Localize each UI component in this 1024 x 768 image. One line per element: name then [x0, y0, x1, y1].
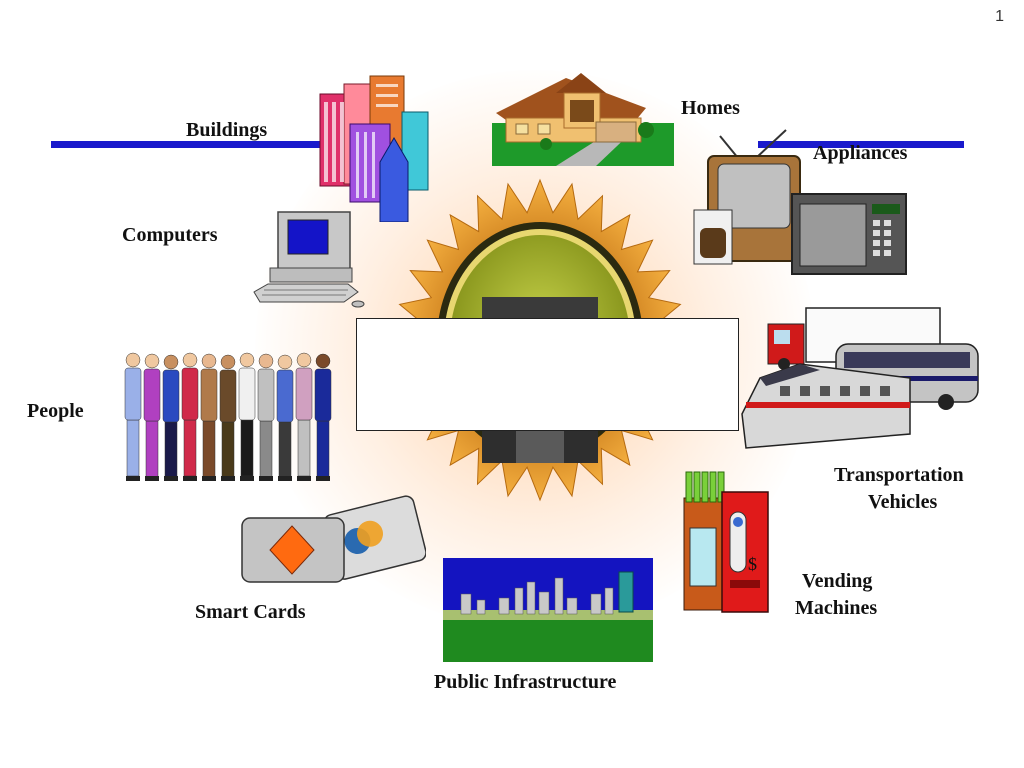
center-text-box: [356, 318, 739, 431]
appliances-icon: [693, 129, 907, 275]
person-figure: [219, 354, 237, 481]
person-figure: [124, 352, 142, 481]
computer-icon: [253, 211, 365, 308]
smart-card-icon: [241, 495, 426, 583]
person-figure: [143, 353, 161, 481]
label-transportation-line2: Vehicles: [868, 491, 938, 513]
svg-text:$: $: [748, 554, 757, 574]
person-figure: [295, 352, 313, 481]
person-figure: [314, 353, 332, 481]
right-rule: [758, 141, 964, 148]
label-public-infrastructure: Public Infrastructure: [434, 671, 617, 693]
label-homes: Homes: [681, 97, 740, 119]
city-skyline-icon: [443, 558, 653, 662]
person-figure: [200, 353, 218, 481]
label-vending-line2: Machines: [795, 597, 878, 619]
page-number: 1: [995, 8, 1004, 25]
label-computers: Computers: [122, 224, 218, 246]
buildings-icon: [319, 75, 429, 222]
label-appliances: Appliances: [813, 142, 908, 164]
vending-machine-icon: $: [683, 471, 769, 613]
label-smart-cards: Smart Cards: [195, 601, 306, 623]
person-figure: [276, 354, 294, 481]
label-people: People: [27, 400, 84, 422]
person-figure: [162, 354, 180, 481]
person-figure: [238, 352, 256, 481]
vehicles-icon: [741, 307, 979, 449]
person-figure: [257, 353, 275, 481]
people-icon: [124, 352, 332, 481]
person-figure: [181, 352, 199, 481]
label-transportation-line1: Transportation: [834, 464, 964, 486]
left-rule: [51, 141, 323, 148]
house-icon: [492, 73, 674, 166]
label-buildings: Buildings: [186, 119, 268, 141]
label-vending-line1: Vending: [802, 570, 873, 592]
